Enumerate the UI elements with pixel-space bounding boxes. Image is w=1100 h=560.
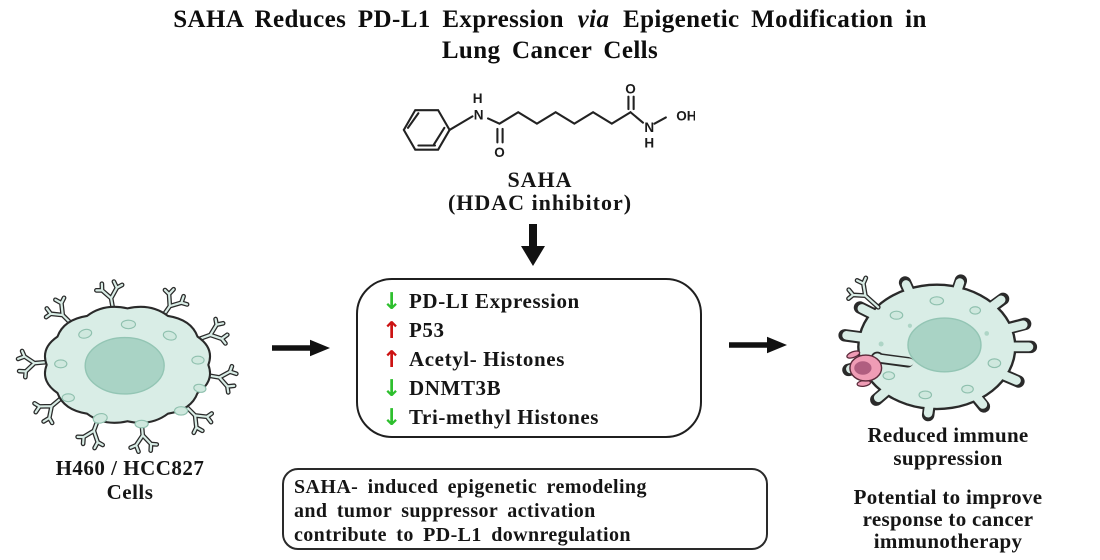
- t-cell-icon: [846, 350, 883, 387]
- molecule-label: SAHA (HDAC inhibitor): [390, 168, 690, 214]
- cell-lines-label: H460 / HCC827: [55, 456, 205, 480]
- increase-arrow-icon: ↑: [382, 317, 402, 344]
- flow-arrow-right-icon: [729, 336, 787, 354]
- effect-row: ↑ Acetyl- Histones: [382, 345, 700, 374]
- decrease-arrow-icon: ↓: [382, 288, 402, 315]
- effect-label: Tri-methyl Histones: [409, 405, 600, 429]
- summary-box: SAHA- induced epigenetic remodeling and …: [282, 468, 768, 550]
- immune-cell-illustration: [838, 248, 1038, 422]
- immunotherapy-caption: Potential to improve response to cancer …: [828, 486, 1068, 552]
- reduced-immune-caption: Reduced immune suppression: [828, 424, 1068, 470]
- left-cell-label: H460 / HCC827 Cells: [20, 456, 240, 504]
- down-arrow-icon: [521, 224, 545, 266]
- atom-n-left: N: [474, 108, 484, 123]
- summary-line: and tumor suppressor activation: [294, 500, 596, 522]
- summary-line: SAHA- induced epigenetic remodeling: [294, 476, 647, 498]
- cell-nucleus: [907, 317, 982, 373]
- title-line2: Lung Cancer Cells: [441, 37, 659, 64]
- effects-box: ↓ PD-LI Expression ↑ P53 ↑ Acetyl- Histo…: [356, 278, 702, 438]
- saha-molecule-structure: H N O O N H OH: [402, 84, 695, 160]
- molecule-subtitle: (HDAC inhibitor): [447, 190, 633, 215]
- tumor-cell-illustration: [10, 268, 245, 456]
- increase-arrow-icon: ↑: [382, 346, 402, 373]
- page-title: SAHA Reduces PD-L1 Expression via Epigen…: [0, 4, 1100, 66]
- cell-nucleus: [84, 336, 165, 395]
- decrease-arrow-icon: ↓: [382, 375, 402, 402]
- effect-label: P53: [409, 318, 445, 342]
- effect-label: Acetyl- Histones: [409, 347, 565, 371]
- title-line1: SAHA Reduces PD-L1 Expression via Epigen…: [173, 6, 927, 33]
- caption-line: suppression: [893, 446, 1003, 470]
- effect-row: ↑ P53: [382, 316, 700, 345]
- caption-line: Potential to improve: [853, 485, 1043, 509]
- effect-row: ↓ DNMT3B: [382, 374, 700, 403]
- alkyl-chain: [448, 95, 667, 144]
- effect-label: PD-LI Expression: [409, 289, 580, 313]
- caption-line: immunotherapy: [873, 529, 1023, 553]
- atom-n-right: N: [644, 120, 654, 135]
- caption-line: Reduced immune: [867, 423, 1029, 447]
- atom-o-right: O: [625, 84, 636, 97]
- caption-line: response to cancer: [862, 507, 1034, 531]
- decrease-arrow-icon: ↓: [382, 404, 402, 431]
- atom-oh-right: OH: [676, 109, 695, 124]
- benzene-ring-icon: [402, 109, 451, 151]
- summary-line: contribute to PD-L1 downregulation: [294, 524, 631, 546]
- cells-word-label: Cells: [106, 480, 154, 504]
- effect-label: DNMT3B: [409, 376, 502, 400]
- atom-h-left: H: [473, 91, 483, 106]
- cell-speckles: [54, 319, 207, 429]
- effect-row: ↓ PD-LI Expression: [382, 287, 700, 316]
- cell-speckles: [878, 296, 1002, 400]
- atom-o-left: O: [494, 145, 505, 160]
- molecule-name: SAHA: [507, 167, 573, 192]
- flow-arrow-left-icon: [272, 339, 330, 357]
- effect-row: ↓ Tri-methyl Histones: [382, 403, 700, 432]
- atom-h-right: H: [644, 136, 654, 151]
